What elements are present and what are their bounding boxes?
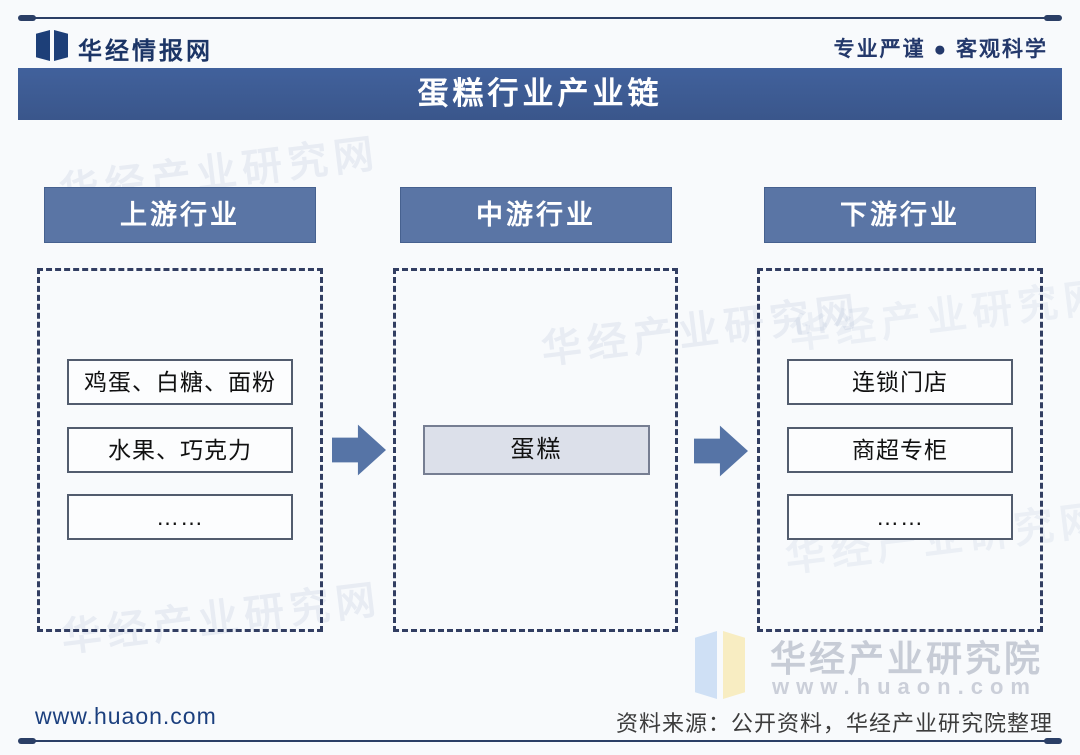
column-header-midstream: 中游行业	[400, 187, 672, 243]
downstream-item: 连锁门店	[787, 359, 1013, 405]
footer-source-note: 资料来源：公开资料，华经产业研究院整理	[615, 711, 1053, 736]
flow-arrow-icon	[332, 424, 386, 476]
top-divider-line	[20, 17, 1052, 19]
page-title: 蛋糕行业产业链	[18, 68, 1062, 120]
bottom-divider-cap-right	[1044, 738, 1062, 744]
column-header-downstream: 下游行业	[764, 187, 1036, 243]
midstream-item: 蛋糕	[423, 425, 650, 475]
huajing-logo-icon	[36, 30, 68, 61]
watermark-logo-icon	[695, 631, 745, 699]
bottom-divider-line	[20, 740, 1052, 742]
upstream-item: 鸡蛋、白糖、面粉	[67, 359, 293, 405]
upstream-item: ……	[67, 494, 293, 540]
bottom-divider-cap-left	[18, 738, 36, 744]
upstream-item: 水果、巧克力	[67, 427, 293, 473]
column-header-upstream: 上游行业	[44, 187, 316, 243]
midstream-group-box	[393, 268, 678, 632]
downstream-item: ……	[787, 494, 1013, 540]
watermark-brand-url: www.huaon.com	[772, 674, 1037, 699]
downstream-group-box	[757, 268, 1043, 632]
footer-website: www.huaon.com	[35, 703, 217, 729]
flow-arrow-icon	[694, 425, 748, 477]
upstream-group-box	[37, 268, 323, 632]
site-name: 华经情报网	[78, 38, 213, 65]
watermark-brand-name: 华经产业研究院	[770, 638, 1044, 679]
top-divider-cap-right	[1044, 15, 1062, 21]
top-divider-cap-left	[18, 15, 36, 21]
brand-tagline: 专业严谨 ● 客观科学	[833, 38, 1048, 61]
downstream-item: 商超专柜	[787, 427, 1013, 473]
